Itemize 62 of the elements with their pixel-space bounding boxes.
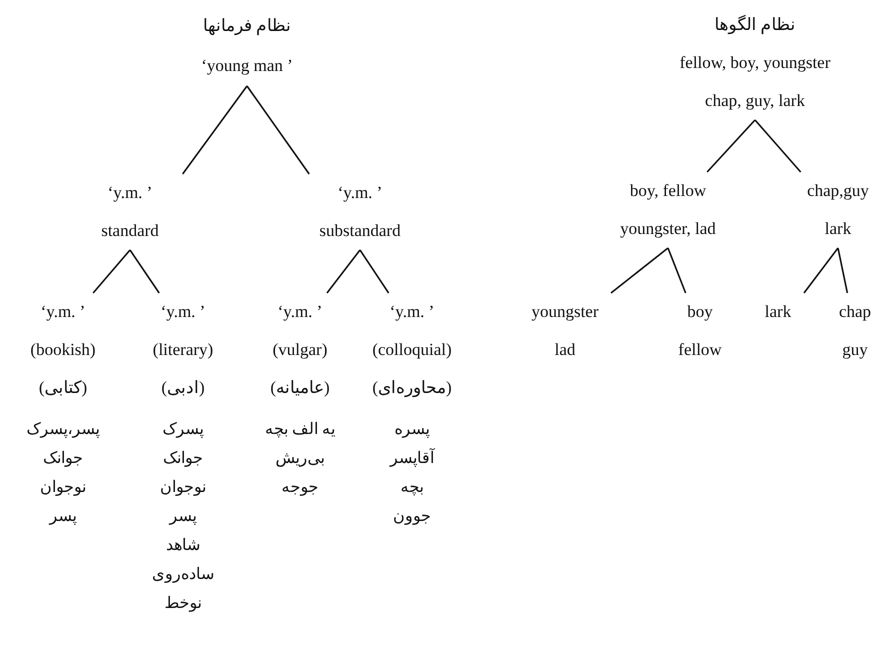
tree-branch-line: [706, 119, 756, 173]
node-label: (vulgar): [272, 339, 328, 361]
node-label: lad: [554, 339, 576, 361]
synonym-label: پسرک: [162, 420, 204, 440]
node-label: ‘y.m. ’: [160, 301, 206, 323]
node-label: chap, guy, lark: [705, 90, 805, 112]
node-label: (ادبی): [161, 377, 205, 399]
node-label: (bookish): [30, 339, 96, 361]
node-label: chap: [838, 301, 872, 323]
tree-branch-line: [246, 86, 310, 174]
node-label: ‘y.m. ’: [40, 301, 86, 323]
node-label: ‘y.m. ’: [108, 182, 152, 204]
tree-branch-line: [129, 250, 160, 294]
node-label: guy: [842, 339, 868, 361]
tree-branch-line: [803, 248, 839, 294]
synonym-label: پسر: [50, 507, 76, 527]
node-label: ‘y.m. ’: [390, 301, 434, 323]
tree-branch-line: [92, 249, 131, 294]
tree-branch-line: [326, 250, 361, 294]
node-label: lark: [764, 301, 792, 323]
node-label: lark: [824, 218, 852, 240]
node-label: ‘young man ’: [201, 55, 293, 77]
synonym-label: نوخط: [164, 594, 202, 614]
node-label: (literary): [152, 339, 214, 361]
node-label: (colloquial): [372, 339, 452, 361]
node-label: (محاوره‌ای): [372, 377, 452, 400]
node-label: (عامیانه): [270, 377, 330, 399]
node-label: fellow, boy, youngster: [680, 52, 830, 74]
synonym-label: شاهد: [166, 536, 200, 556]
synonym-label: پسره: [394, 420, 430, 440]
node-label: ‘y.m. ’: [278, 301, 322, 323]
tree-heading: نظام الگوها: [714, 14, 796, 36]
tree-branch-line: [837, 248, 848, 294]
synonym-label: آقاپسر: [390, 447, 434, 469]
synonym-label: ساده‌روی: [152, 565, 214, 585]
node-label: substandard: [319, 220, 401, 242]
node-label: (کتابی): [38, 377, 88, 399]
synonym-label: یه الف بچه: [265, 420, 335, 440]
node-label: chap,guy: [807, 180, 869, 202]
synonym-label: جوانک: [163, 449, 203, 469]
node-label: fellow: [678, 339, 722, 361]
synonym-label: بچه: [400, 478, 424, 498]
node-label: boy, fellow: [630, 180, 706, 202]
tree-branch-line: [667, 248, 686, 294]
node-label: youngster, lad: [620, 218, 716, 240]
node-label: youngster: [531, 301, 599, 323]
synonym-label: پسر،پسرک: [26, 420, 100, 440]
tree-branch-line: [182, 86, 248, 174]
tree-branch-line: [359, 250, 390, 294]
node-label: boy: [687, 301, 713, 323]
node-label: ‘y.m. ’: [338, 182, 382, 204]
node-label: standard: [101, 220, 159, 242]
tree-branch-line: [610, 247, 668, 294]
synonym-label: جوون: [393, 507, 431, 527]
synonym-label: نوجوان: [40, 478, 86, 498]
tree-heading: نظام فرمانها: [202, 15, 292, 38]
synonym-label: جوجه: [282, 478, 318, 498]
synonym-label: پسر: [170, 507, 196, 527]
tree-branch-line: [754, 119, 802, 173]
synonym-label: بی‌ریش: [276, 449, 324, 469]
synonym-label: نوجوان: [160, 478, 206, 498]
synonym-label: جوانک: [43, 449, 83, 469]
